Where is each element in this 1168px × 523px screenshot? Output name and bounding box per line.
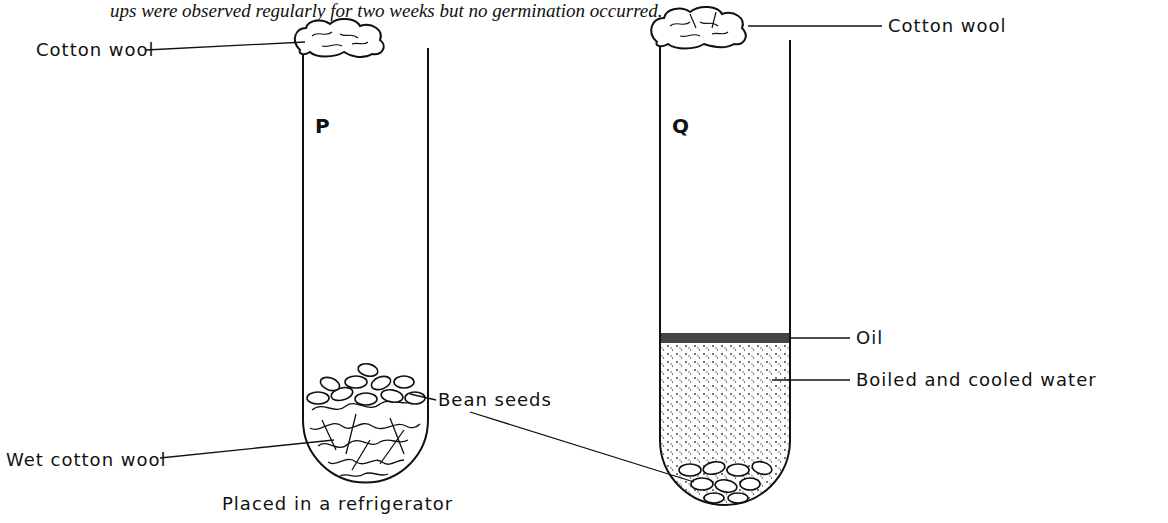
part-label: Oil <box>856 328 883 349</box>
part-label: Wet cotton wool <box>6 450 167 471</box>
tube-letter: P <box>315 115 330 138</box>
caption-text: ups were observed regularly for two week… <box>110 0 663 22</box>
part-label: Boiled and cooled water <box>856 370 1097 391</box>
condition-note: Placed in a refrigerator <box>222 494 453 515</box>
part-label: Bean seeds <box>438 390 552 411</box>
part-label: Cotton wool <box>36 40 155 61</box>
tube-letter: Q <box>672 115 689 138</box>
part-label: Cotton wool <box>888 16 1007 37</box>
